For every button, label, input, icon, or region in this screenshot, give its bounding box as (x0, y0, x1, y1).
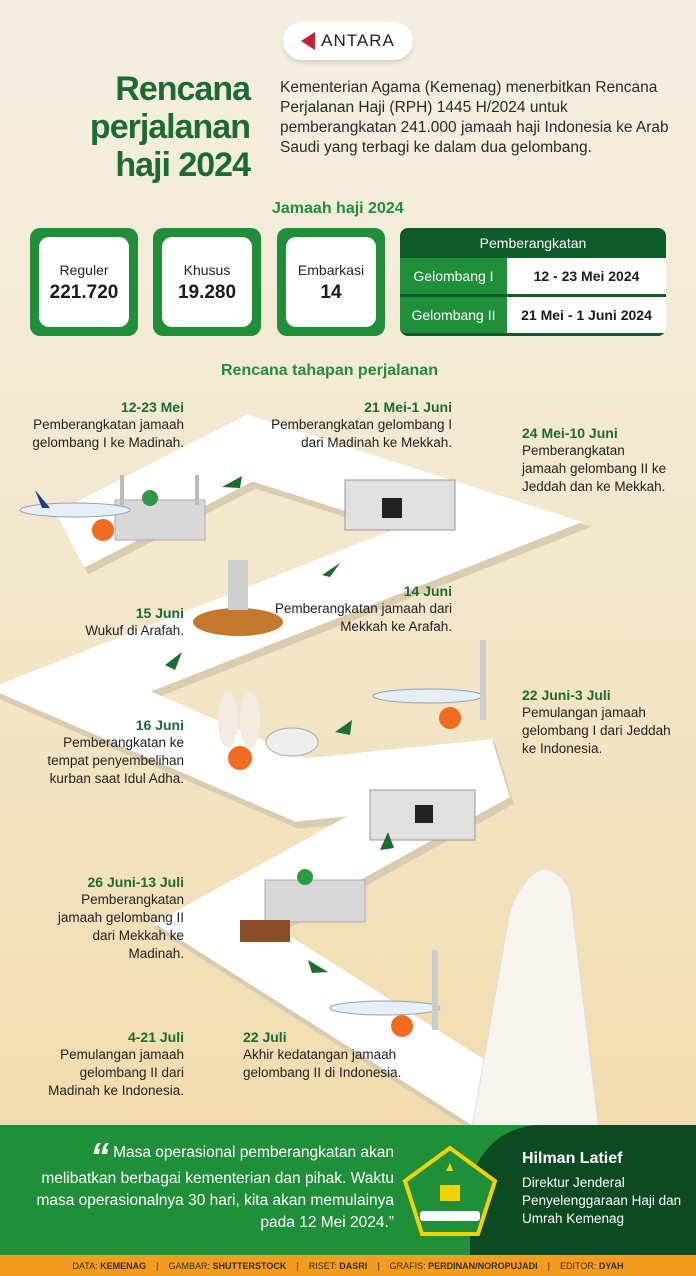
monas-monument-icon (432, 950, 438, 1030)
intro-text: Kementerian Agama (Kemenag) menerbitkan … (280, 79, 669, 156)
arrow-icon (308, 960, 328, 973)
credit-grafis: GRAFIS: PERDINAN/NOROPUJADI (389, 1260, 538, 1271)
praying-pilgrims-illustration (469, 868, 601, 1140)
quote: “Masa operasional pemberangkatan akan me… (36, 1136, 394, 1231)
location-pin-icon (439, 707, 461, 729)
timeline-heading: Rencana tahapan perjalanan (221, 362, 438, 379)
antara-mark-icon (301, 32, 316, 50)
credit-riset: RISET: DASRI (308, 1260, 368, 1271)
arrow-icon (322, 563, 340, 577)
bus-icon (240, 920, 290, 942)
location-pin-icon (391, 1015, 413, 1037)
credits-bar: DATA: KEMENAG| GAMBAR: SHUTTERSTOCK| RIS… (0, 1255, 696, 1276)
mosque-icon (264, 869, 366, 923)
airplane-icon (19, 490, 131, 518)
arrow-icon (335, 720, 352, 735)
stats-heading: Jamaah haji 2024 (272, 200, 404, 217)
monas-monument-icon (480, 640, 486, 720)
arrow-icon (380, 832, 394, 850)
arrow-icon (222, 476, 242, 488)
airplane-icon (329, 1000, 441, 1016)
arrow-icon (165, 652, 182, 670)
kaaba-icon (369, 789, 476, 841)
mosque-icon (114, 475, 206, 541)
antara-logo: ANTARA (283, 22, 413, 60)
scissors-icon (228, 746, 252, 770)
sheep-icon (265, 727, 319, 757)
jabal-rahmah-monument-icon (228, 560, 248, 610)
pilgrims-icon (218, 692, 260, 748)
credit-gambar: GAMBAR: SHUTTERSTOCK (168, 1260, 287, 1271)
kaaba-icon (344, 479, 456, 531)
journey-path (0, 414, 583, 1127)
credit-editor: EDITOR: DYAH (560, 1260, 624, 1271)
airplane-icon (372, 688, 484, 704)
kemenag-emblem-icon (402, 1145, 498, 1236)
location-pin-icon (92, 519, 114, 541)
journey-path-illustration (0, 414, 601, 1140)
speaker-panel (470, 1125, 696, 1255)
credit-data: DATA: KEMENAG (72, 1260, 147, 1271)
arafah-hill-icon (193, 608, 283, 636)
